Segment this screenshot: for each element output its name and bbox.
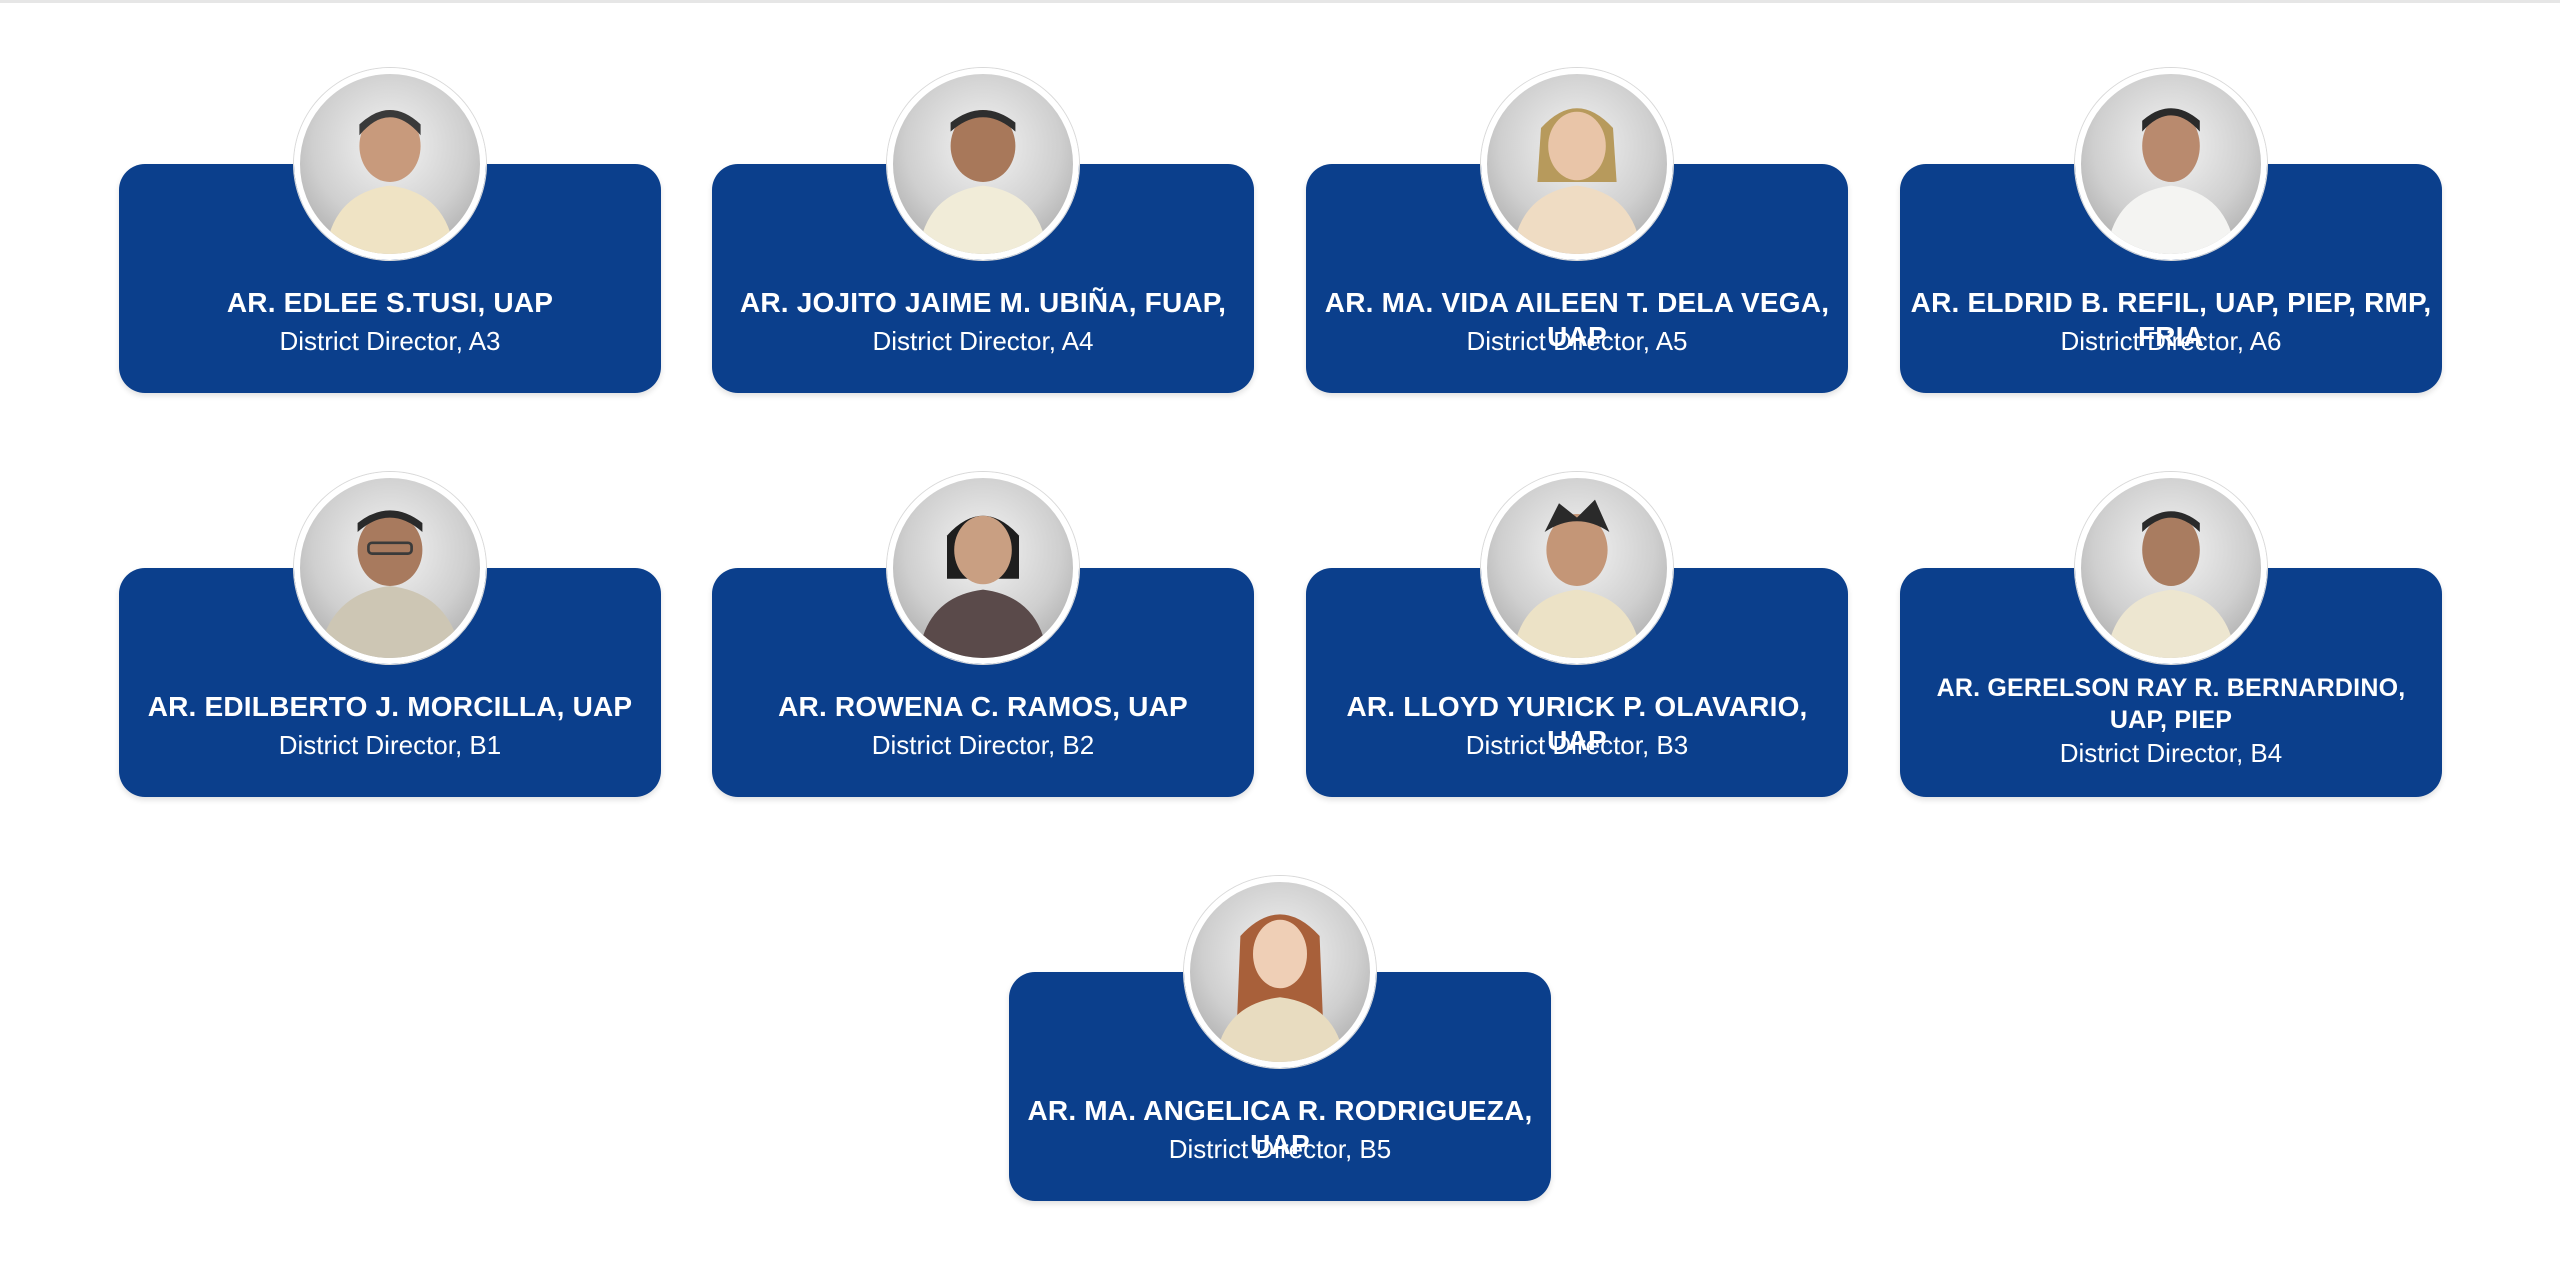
director-photo <box>887 68 1079 260</box>
director-title: District Director, B3 <box>1465 730 1689 760</box>
director-title: District Director, B5 <box>1168 1134 1392 1164</box>
director-card-b3: AR. LLOYD YURICK P. OLAVARIO, UAP Distri… <box>1306 404 1848 804</box>
director-photo <box>2075 68 2267 260</box>
director-title: District Director, B1 <box>278 730 502 760</box>
director-title: District Director, A3 <box>279 326 501 356</box>
director-name: AR. EDLEE S.TUSI, UAP <box>226 287 554 318</box>
person-icon <box>318 510 462 658</box>
director-photo <box>1184 876 1376 1068</box>
director-name: AR. GERELSON RAY R. BERNARDINO, UAP, PIE… <box>1936 674 2406 734</box>
director-name: AR. ELDRID B. REFIL, UAP, PIEP, RMP, FRI… <box>1910 287 2432 352</box>
top-divider <box>0 0 2560 3</box>
person-icon <box>2106 108 2236 254</box>
director-name: AR. MA. ANGELICA R. RODRIGUEZA, UAP <box>1027 1095 1533 1160</box>
director-card-a3: AR. EDLEE S.TUSI, UAP District Director,… <box>119 0 661 400</box>
person-icon <box>1512 499 1642 658</box>
director-card-b5: AR. MA. ANGELICA R. RODRIGUEZA, UAP Dist… <box>1009 808 1551 1208</box>
person-icon <box>918 515 1048 658</box>
director-title: District Director, A5 <box>1466 326 1688 356</box>
director-photo <box>2075 472 2267 664</box>
person-icon <box>1512 108 1642 254</box>
person-icon <box>918 110 1048 254</box>
director-photo <box>1481 472 1673 664</box>
director-name: AR. ROWENA C. RAMOS, UAP <box>778 691 1188 722</box>
director-title: District Director, B4 <box>2059 738 2283 768</box>
director-title: District Director, A6 <box>2060 326 2282 356</box>
director-name: AR. EDILBERTO J. MORCILLA, UAP <box>147 691 633 722</box>
director-name: AR. LLOYD YURICK P. OLAVARIO, UAP <box>1346 691 1808 756</box>
director-name: AR. MA. VIDA AILEEN T. DELA VEGA, UAP <box>1324 287 1830 352</box>
director-photo <box>294 68 486 260</box>
director-title: District Director, B2 <box>871 730 1095 760</box>
director-card-b1: AR. EDILBERTO J. MORCILLA, UAP District … <box>119 404 661 804</box>
director-title: District Director, A4 <box>872 326 1094 356</box>
director-photo <box>887 472 1079 664</box>
director-card-a5: AR. MA. VIDA AILEEN T. DELA VEGA, UAP Di… <box>1306 0 1848 400</box>
person-icon <box>2106 511 2236 658</box>
director-card-b4: AR. GERELSON RAY R. BERNARDINO, UAP, PIE… <box>1900 404 2442 804</box>
director-card-b2: AR. ROWENA C. RAMOS, UAP District Direct… <box>712 404 1254 804</box>
director-card-a4: AR. JOJITO JAIME M. UBIÑA, FUAP, Distric… <box>712 0 1254 400</box>
director-photo <box>294 472 486 664</box>
director-card-a6: AR. ELDRID B. REFIL, UAP, PIEP, RMP, FRI… <box>1900 0 2442 400</box>
person-icon <box>1215 914 1345 1062</box>
person-icon <box>325 110 455 254</box>
director-photo <box>1481 68 1673 260</box>
director-name: AR. JOJITO JAIME M. UBIÑA, FUAP, <box>739 287 1227 318</box>
